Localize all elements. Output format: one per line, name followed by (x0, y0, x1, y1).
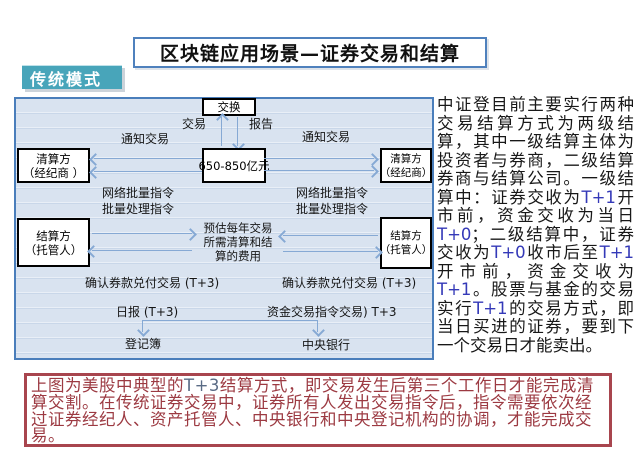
settle-left-arrow1-icon (184, 228, 197, 241)
notify-left-line2 (94, 171, 202, 172)
settlement-right-line2: （托管人） (379, 244, 433, 256)
report-arrow-line (237, 117, 238, 146)
bank-stub-line (317, 320, 318, 332)
settlement-left-line1: 结算方 (36, 228, 71, 243)
central-bank-label: 中央银行 (302, 338, 351, 352)
settle-left-line2 (92, 250, 192, 251)
bottom-note-box: 上图为美股中典型的T+3结算方式，即交易发生后第三个工作日才能完成清算交割。在传… (24, 373, 612, 447)
settle-left-line1 (92, 233, 192, 234)
bank-arrow-down-icon (312, 324, 325, 337)
settle-right-line1 (283, 235, 378, 236)
clearing-left-box: 清算方 （经纪商 ） (17, 148, 90, 183)
exchange-box: 交换 (202, 98, 256, 116)
notify-left-arrow2-icon (89, 166, 102, 179)
batch-left-label2: 批量处理指令 (102, 202, 175, 216)
clearing-right-box: 清算方 （经纪商） (380, 148, 432, 183)
settlement-explanation-text: 中证登目前主要实行两种交易结算方式为两级结算，其中一级结算主体为投资者与券商，二… (437, 95, 635, 355)
notify-right-arrow1-icon (366, 153, 379, 166)
notify-right-label: 通知交易 (302, 130, 351, 144)
register-stub-line (142, 320, 143, 332)
notify-left-label: 通知交易 (121, 132, 170, 146)
settlement-right-line1: 结算方 (390, 230, 422, 242)
trade-label: 交易 (182, 117, 207, 131)
notify-right-line2 (264, 170, 374, 171)
diagram-panel: 交换 交易 报告 650-850亿元 清算方 （经纪商 ） 清算方 （经纪商） … (14, 97, 434, 360)
amount-box: 650-850亿元 (198, 148, 270, 183)
notify-right-line1 (264, 158, 374, 159)
bottom-connector-line (142, 320, 318, 321)
trade-arrow-line (221, 117, 222, 146)
clearing-left-line2: （经纪商 ） (22, 165, 85, 180)
estimate-line1: 预估每年交易 (203, 221, 273, 235)
mode-tag-traditional: 传统模式 (22, 65, 122, 89)
clearing-left-line1: 清算方 (36, 151, 71, 166)
exchange-label: 交换 (217, 100, 241, 114)
register-arrow-down-icon (137, 324, 150, 337)
clearing-right-line2: （经纪商） (379, 166, 433, 179)
settlement-left-box: 结算方 （托管人） (17, 218, 90, 267)
settlement-right-box: 结算方 （托管人） (380, 217, 432, 269)
notify-left-line1 (94, 158, 202, 159)
settle-right-arrow1-icon (278, 230, 291, 243)
notify-right-arrow2-icon (366, 165, 379, 178)
estimate-line2: 所需清算和结 (203, 235, 273, 249)
confirm-left-label: 确认券款兑付交易 (T+3) (85, 276, 220, 290)
fund-instruction-label: 资金交易指令交易) T+3 (267, 305, 397, 319)
estimate-line3: 算的费用 (215, 249, 261, 263)
batch-left-label1: 网络批量指令 (102, 186, 175, 200)
report-label: 报告 (249, 117, 274, 131)
estimate-cost-text: 预估每年交易 所需清算和结 算的费用 (197, 221, 279, 263)
batch-right-label2: 批量处理指令 (296, 202, 369, 216)
clearing-right-line1: 清算方 (390, 152, 422, 165)
page-title: 区块链应用场景—证券交易和结算 (133, 37, 487, 68)
confirm-right-label: 确认券款兑付交易 (T+3) (282, 276, 417, 290)
batch-right-label1: 网络批量指令 (296, 186, 369, 200)
daily-report-label: 日报 (T+3) (116, 305, 179, 319)
amount-label: 650-850亿元 (198, 158, 270, 173)
settle-right-line2 (283, 251, 378, 252)
settlement-left-line2: （托管人） (24, 242, 83, 257)
notify-left-arrow1-icon (89, 153, 102, 166)
register-label: 登记簿 (125, 337, 162, 351)
